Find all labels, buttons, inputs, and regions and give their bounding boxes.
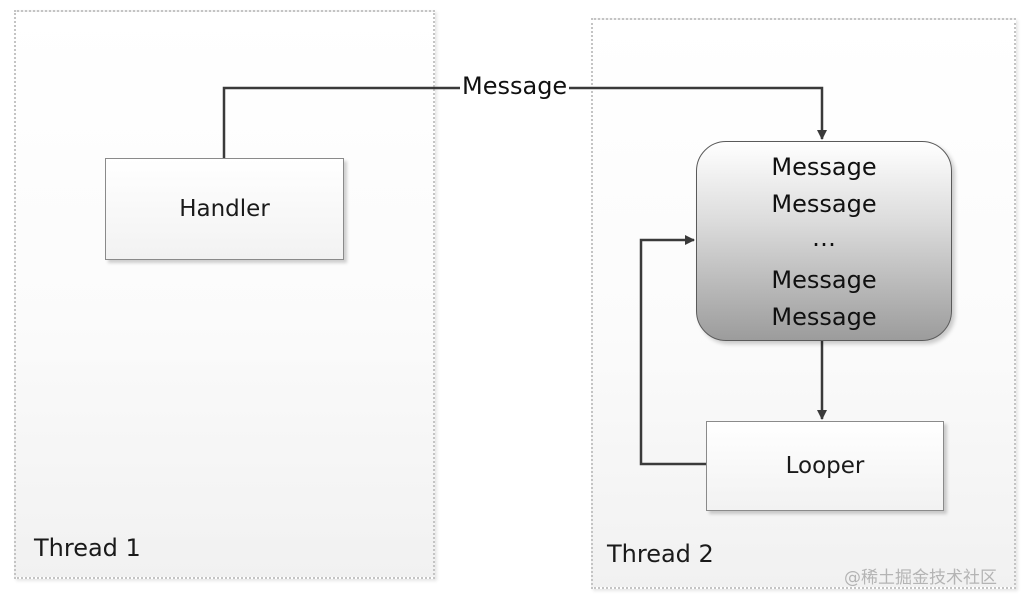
queue-ellipsis: … xyxy=(812,224,836,252)
looper-label: Looper xyxy=(785,453,865,479)
queue-item: Message xyxy=(771,153,877,181)
thread-2-label: Thread 2 xyxy=(607,540,714,568)
queue-item: Message xyxy=(771,266,877,294)
queue-item: Message xyxy=(771,303,877,331)
thread-1-label: Thread 1 xyxy=(34,534,141,562)
watermark-text: @稀土掘金技术社区 xyxy=(844,568,997,588)
handler-box: Handler xyxy=(105,158,344,260)
queue-item: Message xyxy=(771,190,877,218)
looper-box: Looper xyxy=(706,421,944,511)
handler-label: Handler xyxy=(179,196,270,222)
looper-to-queue-loop-connector xyxy=(639,235,706,466)
message-queue: Message Message … Message Message xyxy=(696,141,952,341)
message-edge-label: Message xyxy=(460,72,570,100)
